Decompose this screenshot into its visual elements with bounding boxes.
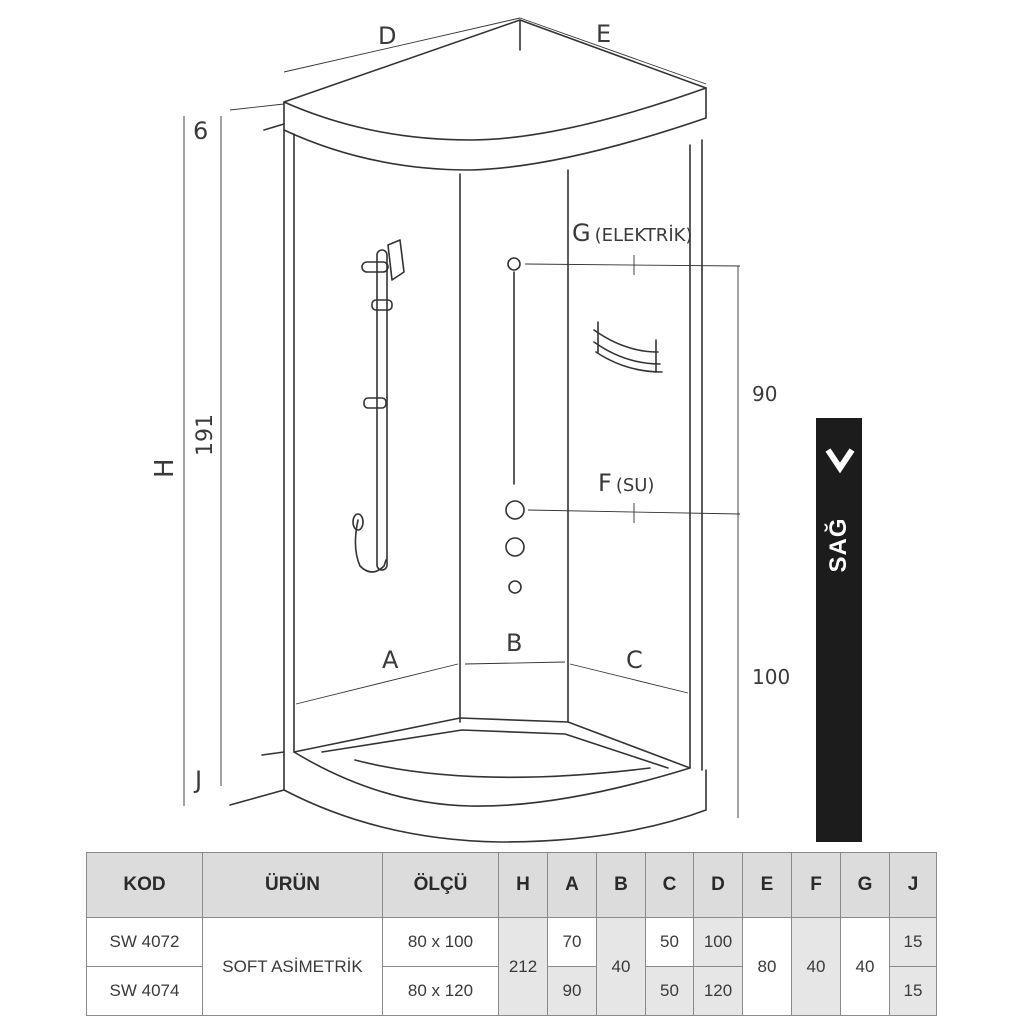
cell-b: 40 <box>596 917 646 1016</box>
header-e: E <box>742 852 792 918</box>
header-c: C <box>645 852 694 918</box>
base-skirt <box>283 754 707 843</box>
label-h: H <box>150 458 180 478</box>
label-b: B <box>506 629 522 657</box>
f-water-point <box>505 500 525 520</box>
table-row: SW 4074 80 x 120 90 50 120 15 <box>86 966 937 1016</box>
cell-d: 120 <box>693 966 743 1016</box>
roof-cap <box>283 19 707 171</box>
label-e: E <box>596 20 611 48</box>
roof-front-edge <box>283 87 707 141</box>
header-a: A <box>547 852 597 918</box>
cell-a: 70 <box>547 917 597 967</box>
cell-g: 40 <box>840 917 890 1016</box>
label-six: 6 <box>193 117 208 145</box>
side-tag: SAĞ <box>816 418 862 842</box>
cell-h: 212 <box>498 917 548 1016</box>
table-row: SW 4072 SOFT ASİMETRİK 80 x 100 212 70 4… <box>86 917 937 1016</box>
shower-cabin-diagram: D E 6 H 191 J G(ELEKTRİK) F(SU) 90 100 A… <box>150 17 790 843</box>
label-90: 90 <box>752 382 777 406</box>
cell-e: 80 <box>742 917 792 1016</box>
cell-kod: SW 4074 <box>86 966 203 1016</box>
header-kod: KOD <box>86 852 203 918</box>
cell-kod: SW 4072 <box>86 917 203 967</box>
shower-tray <box>293 717 691 807</box>
cell-c: 50 <box>645 917 694 967</box>
cell-f: 40 <box>791 917 841 1016</box>
header-g: G <box>840 852 890 918</box>
cell-urun: SOFT ASİMETRİK <box>202 917 383 1016</box>
label-j: J <box>193 766 202 794</box>
header-b: B <box>596 852 646 918</box>
cell-olcu: 80 x 100 <box>382 917 499 967</box>
chevron-down-icon <box>825 448 855 474</box>
cell-j: 15 <box>889 917 937 967</box>
cell-j: 15 <box>889 966 937 1016</box>
spec-table: KOD ÜRÜN ÖLÇÜ H A B C D E F G J SW 4072 … <box>86 852 937 1016</box>
shower-set <box>352 239 405 573</box>
header-urun: ÜRÜN <box>202 852 383 918</box>
cell-d: 100 <box>693 917 743 967</box>
label-a: A <box>382 646 399 674</box>
label-d: D <box>378 22 396 50</box>
cell-c: 50 <box>645 966 694 1016</box>
g-electric-point <box>507 257 521 271</box>
label-f: F(SU) <box>598 469 654 497</box>
table-header-row: KOD ÜRÜN ÖLÇÜ H A B C D E F G J <box>86 852 937 918</box>
label-c: C <box>626 646 643 674</box>
header-h: H <box>498 852 548 918</box>
cell-olcu: 80 x 120 <box>382 966 499 1016</box>
corner-shelf <box>593 321 663 373</box>
cell-a: 90 <box>547 966 597 1016</box>
header-j: J <box>889 852 937 918</box>
label-g: G(ELEKTRİK) <box>572 219 692 247</box>
header-d: D <box>693 852 743 918</box>
label-191: 191 <box>193 414 218 456</box>
header-olcu: ÖLÇÜ <box>382 852 499 918</box>
header-f: F <box>791 852 841 918</box>
side-tag-label: SAĞ <box>825 517 852 573</box>
label-100: 100 <box>752 665 790 689</box>
